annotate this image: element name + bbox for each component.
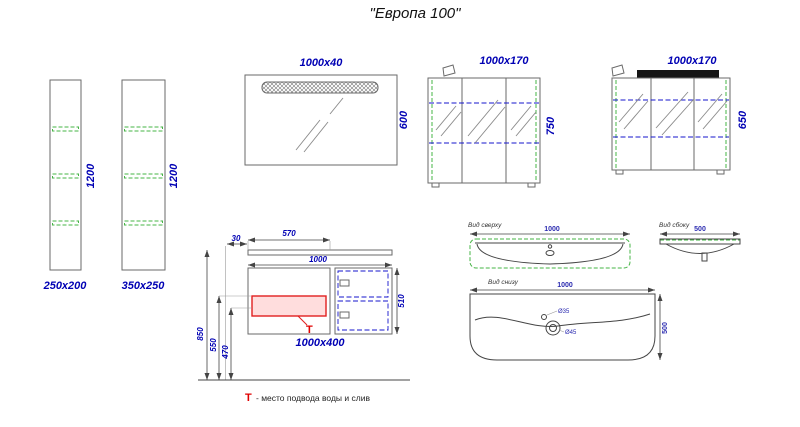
- foot: [431, 182, 440, 188]
- bowl-profile: [665, 243, 735, 254]
- dim-label-1000: 1000: [309, 255, 327, 264]
- shelf-dashed-lines: [613, 80, 729, 168]
- vanity-unit: Т 570 30 1000 510 850 550 470 1000x400: [196, 229, 410, 381]
- height-dim-label: 1200: [85, 163, 97, 188]
- view-label: Вид сбоку: [659, 221, 690, 229]
- height-dim-label: 1200: [168, 163, 180, 188]
- size-dim-label: 1000x170: [668, 55, 718, 67]
- size-dim-label: 1000x400: [296, 337, 346, 349]
- lamp-strip: [261, 81, 379, 94]
- legend-text: - место подвода воды и слив: [256, 393, 370, 403]
- dim-label-850: 850: [196, 327, 205, 341]
- countertop-outline: [469, 238, 631, 269]
- view-label: Вид сверху: [468, 221, 502, 229]
- countertop: [247, 249, 393, 256]
- drawer-handle: [339, 279, 350, 287]
- drawer-bottom: [337, 300, 389, 331]
- foot: [716, 169, 725, 175]
- mirror-frame: [244, 74, 398, 166]
- mirror-cabinet-750: 1000x170 750: [427, 55, 557, 188]
- shelf-dashed-lines: [429, 80, 539, 181]
- t-leader-line: [297, 315, 308, 326]
- mirror-cabinet-650: 1000x170 650: [611, 55, 749, 175]
- t-marker: Т: [306, 324, 313, 336]
- sink-side-view: Вид сбоку 500: [659, 221, 741, 262]
- lamp-icon: [442, 64, 456, 77]
- faucet-hole: [547, 244, 553, 249]
- dim-label-500: 500: [662, 322, 669, 334]
- sink-top-view: Вид сверху 1000: [468, 221, 631, 269]
- pencil-cabinet-250: 1200 250x200: [43, 79, 97, 292]
- page-title: "Европа 100": [370, 5, 462, 22]
- legend: Т - место подвода воды и слив: [245, 392, 370, 404]
- height-dim-label: 600: [398, 110, 410, 129]
- sink-outline: [469, 293, 656, 361]
- view-label: Вид снизу: [488, 278, 519, 286]
- drain-diameter-label: Ø35: [558, 309, 570, 315]
- mirror-reflection-lines: [618, 91, 728, 136]
- shelf-dashed-lines: [124, 126, 163, 226]
- mirror-reflection-lines: [295, 97, 344, 153]
- dim-label-510: 510: [397, 294, 406, 308]
- dim-label-30: 30: [232, 234, 241, 243]
- bowl-contour-line: [474, 313, 651, 328]
- basin-bowl-outline: [476, 243, 624, 265]
- drain-hole-inner: [549, 324, 557, 332]
- dim-label-1000: 1000: [544, 226, 560, 233]
- dim-label-500: 500: [694, 226, 706, 233]
- rim-profile: [659, 238, 741, 245]
- cabinet-body: [427, 77, 541, 184]
- left-cabinet-section: [247, 267, 331, 335]
- height-dim-label: 650: [737, 110, 749, 129]
- lamp-bar: [637, 70, 719, 78]
- size-dim-label: 350x250: [122, 280, 166, 292]
- drain-diameter-label: Ø45: [565, 330, 577, 336]
- height-dim-label: 750: [545, 116, 557, 135]
- mirror-reflection-lines: [435, 99, 537, 144]
- dim-label-570: 570: [282, 229, 296, 238]
- drain-hole-outer: [545, 320, 561, 336]
- foot: [615, 169, 624, 175]
- cabinet-body: [121, 79, 166, 271]
- legend-t-marker: Т: [245, 392, 252, 404]
- size-dim-label: 1000x40: [300, 57, 344, 69]
- shelf-dashed-lines: [52, 126, 79, 226]
- dim-label-1000: 1000: [557, 282, 573, 289]
- pencil-cabinet-350: 1200 350x250: [121, 79, 180, 292]
- cabinet-body: [49, 79, 82, 271]
- sink-bottom-view: Вид снизу 1000 500 Ø35 Ø45: [469, 278, 669, 361]
- overflow-hole: [541, 314, 547, 320]
- mirror-panel: 1000x40 600: [244, 57, 410, 166]
- dim-label-470: 470: [221, 345, 230, 360]
- drawer-handle: [339, 311, 350, 319]
- size-dim-label: 250x200: [43, 280, 88, 292]
- lamp-icon: [611, 64, 625, 77]
- drain-stub: [701, 252, 708, 262]
- foot: [527, 182, 536, 188]
- drawer-top: [337, 270, 389, 298]
- size-dim-label: 1000x170: [480, 55, 530, 67]
- drawer-section: [334, 267, 393, 335]
- cabinet-body: [611, 77, 731, 171]
- drain-hole: [545, 250, 555, 256]
- dim-label-550: 550: [209, 338, 218, 352]
- water-supply-zone: [251, 295, 327, 317]
